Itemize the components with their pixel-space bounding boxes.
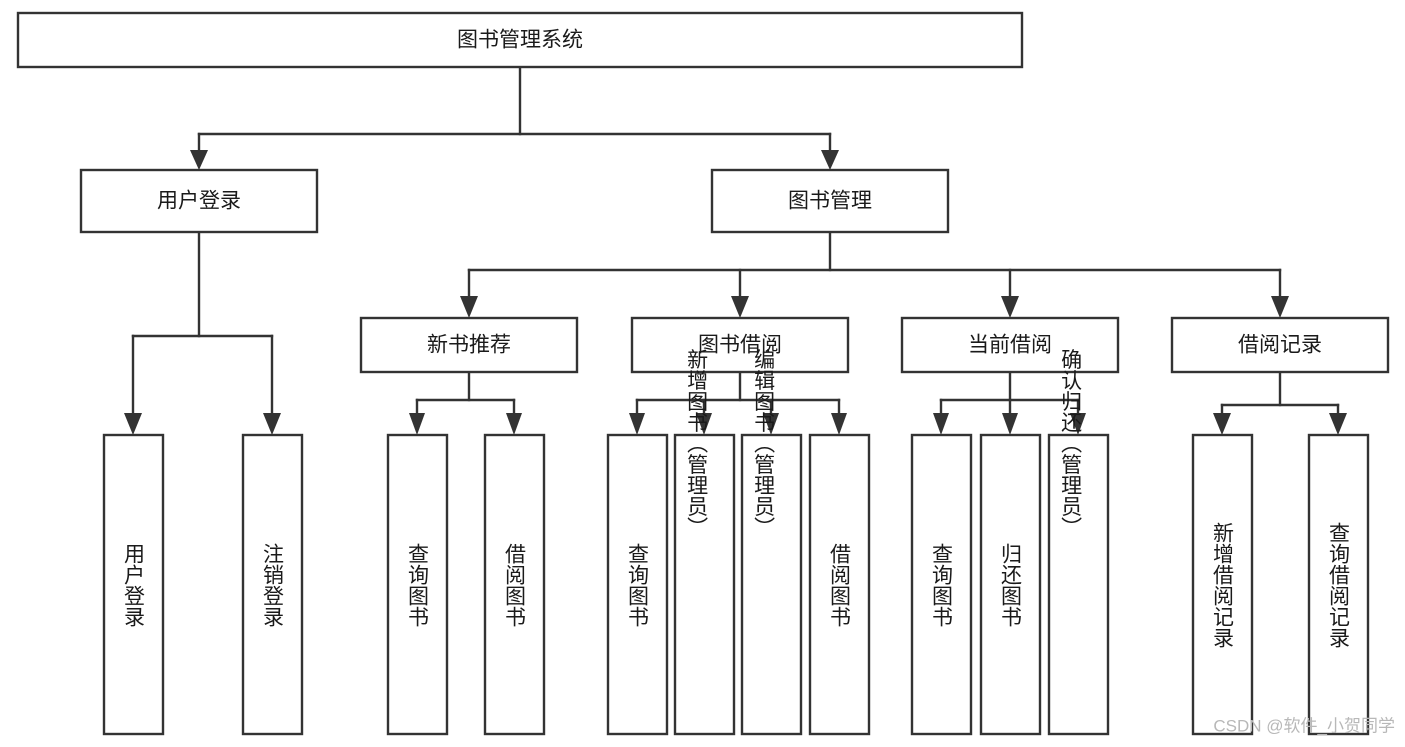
leaf-node-add-book-admin-box[interactable] bbox=[673, 433, 736, 736]
node-borrowing-record-box[interactable] bbox=[1170, 316, 1390, 374]
node-book-borrowing[interactable]: 图书借阅 bbox=[630, 316, 850, 374]
arrow-head-borrow-record bbox=[1271, 296, 1289, 318]
leaf-node-query-book-bb[interactable]: 查询图书 bbox=[606, 433, 669, 736]
leaf-node-user-login-label: 用户登录 bbox=[122, 543, 146, 627]
arrow-head-leaf-user-login bbox=[124, 413, 142, 435]
leaf-node-return-book-box[interactable] bbox=[979, 433, 1042, 736]
leaf-node-query-book-nbr-box[interactable] bbox=[386, 433, 449, 736]
node-user-login-label: 用户登录 bbox=[157, 190, 241, 213]
node-borrowing-record[interactable]: 借阅记录 bbox=[1170, 316, 1390, 374]
node-root-system-box[interactable] bbox=[16, 11, 1024, 69]
node-book-management-box[interactable] bbox=[710, 168, 950, 234]
leaf-node-user-login[interactable]: 用户登录 bbox=[102, 433, 165, 736]
leaf-node-add-book-admin-label: 新增图书（管理员） bbox=[685, 349, 709, 538]
leaf-node-query-borrow-record[interactable]: 查询借阅记录 bbox=[1307, 433, 1370, 736]
leaf-node-edit-book-admin[interactable]: 编辑图书（管理员） bbox=[740, 349, 803, 736]
node-new-book-recommendation-label: 新书推荐 bbox=[427, 334, 511, 357]
leaf-node-logout-label: 注销登录 bbox=[261, 543, 285, 627]
leaf-node-query-book-cb[interactable]: 查询图书 bbox=[910, 433, 973, 736]
node-new-book-recommendation-box[interactable] bbox=[359, 316, 579, 374]
leaf-node-borrow-book-nbr-box[interactable] bbox=[483, 433, 546, 736]
leaf-node-user-login-box[interactable] bbox=[102, 433, 165, 736]
leaf-node-edit-book-admin-box[interactable] bbox=[740, 433, 803, 736]
arrow-head-cb-leaf-2 bbox=[1002, 413, 1018, 435]
leaf-node-edit-book-admin-label: 编辑图书（管理员） bbox=[752, 349, 776, 538]
arrow-head-br-leaf-2 bbox=[1329, 413, 1347, 435]
leaf-node-confirm-return-admin[interactable]: 确认归还（管理员） bbox=[1047, 349, 1110, 736]
leaf-node-confirm-return-admin-label: 确认归还（管理员） bbox=[1059, 349, 1083, 538]
node-borrowing-record-label: 借阅记录 bbox=[1238, 334, 1322, 357]
arrow-head-cb-leaf-3 bbox=[1070, 413, 1086, 435]
leaf-node-logout-box[interactable] bbox=[241, 433, 304, 736]
connector-layer bbox=[124, 65, 1347, 435]
leaf-node-add-book-admin[interactable]: 新增图书（管理员） bbox=[673, 349, 736, 736]
node-book-borrowing-box[interactable] bbox=[630, 316, 850, 374]
leaf-node-query-book-nbr[interactable]: 查询图书 bbox=[386, 433, 449, 736]
node-user-login-box[interactable] bbox=[79, 168, 319, 234]
arrow-head-book-borrow bbox=[731, 296, 749, 318]
arrow-head-bb-leaf-3 bbox=[763, 413, 779, 435]
node-book-management[interactable]: 图书管理 bbox=[710, 168, 950, 234]
arrow-head-nbr-leaf-1 bbox=[409, 413, 425, 435]
node-current-borrowing-label: 当前借阅 bbox=[968, 334, 1052, 357]
leaf-node-query-book-bb-label: 查询图书 bbox=[626, 543, 650, 627]
leaf-node-add-borrow-record[interactable]: 新增借阅记录 bbox=[1191, 433, 1254, 736]
arrow-head-book-management bbox=[821, 150, 839, 170]
leaf-node-borrow-book-nbr-label: 借阅图书 bbox=[503, 543, 527, 627]
leaf-node-return-book[interactable]: 归还图书 bbox=[979, 433, 1042, 736]
arrow-head-bb-leaf-2 bbox=[696, 413, 712, 435]
leaf-node-borrow-book-bb-label: 借阅图书 bbox=[828, 543, 852, 627]
leaf-node-confirm-return-admin-box[interactable] bbox=[1047, 433, 1110, 736]
node-book-management-label: 图书管理 bbox=[788, 190, 872, 213]
leaf-node-query-book-bb-box[interactable] bbox=[606, 433, 669, 736]
arrow-head-bb-leaf-1 bbox=[629, 413, 645, 435]
arrow-head-br-leaf-1 bbox=[1213, 413, 1231, 435]
arrow-head-leaf-logout bbox=[263, 413, 281, 435]
node-root-system-label: 图书管理系统 bbox=[457, 29, 583, 52]
leaf-node-query-book-cb-box[interactable] bbox=[910, 433, 973, 736]
leaf-node-return-book-label: 归还图书 bbox=[999, 543, 1023, 627]
node-new-book-recommendation[interactable]: 新书推荐 bbox=[359, 316, 579, 374]
node-book-borrowing-label: 图书借阅 bbox=[698, 334, 782, 357]
leaf-node-logout[interactable]: 注销登录 bbox=[241, 433, 304, 736]
arrow-head-bb-leaf-4 bbox=[831, 413, 847, 435]
leaf-node-borrow-book-bb[interactable]: 借阅图书 bbox=[808, 433, 871, 736]
node-user-login[interactable]: 用户登录 bbox=[79, 168, 319, 234]
arrow-head-current-borrow bbox=[1001, 296, 1019, 318]
leaf-node-add-borrow-record-label: 新增借阅记录 bbox=[1211, 522, 1235, 648]
leaf-node-borrow-book-nbr[interactable]: 借阅图书 bbox=[483, 433, 546, 736]
leaf-node-query-borrow-record-box[interactable] bbox=[1307, 433, 1370, 736]
leaf-node-query-book-nbr-label: 查询图书 bbox=[406, 543, 430, 627]
node-current-borrowing-box[interactable] bbox=[900, 316, 1120, 374]
leaf-node-borrow-book-bb-box[interactable] bbox=[808, 433, 871, 736]
node-root-system[interactable]: 图书管理系统 bbox=[16, 11, 1024, 69]
arrow-head-nbr-leaf-2 bbox=[506, 413, 522, 435]
csdn-watermark: CSDN @软件_小贺同学 bbox=[1213, 716, 1395, 735]
leaf-node-query-borrow-record-label: 查询借阅记录 bbox=[1327, 522, 1351, 648]
leaf-node-add-borrow-record-box[interactable] bbox=[1191, 433, 1254, 736]
leaf-node-query-book-cb-label: 查询图书 bbox=[930, 543, 954, 627]
arrow-head-user-login bbox=[190, 150, 208, 170]
node-current-borrowing[interactable]: 当前借阅 bbox=[900, 316, 1120, 374]
arrow-head-new-book-rec bbox=[460, 296, 478, 318]
arrow-head-cb-leaf-1 bbox=[933, 413, 949, 435]
